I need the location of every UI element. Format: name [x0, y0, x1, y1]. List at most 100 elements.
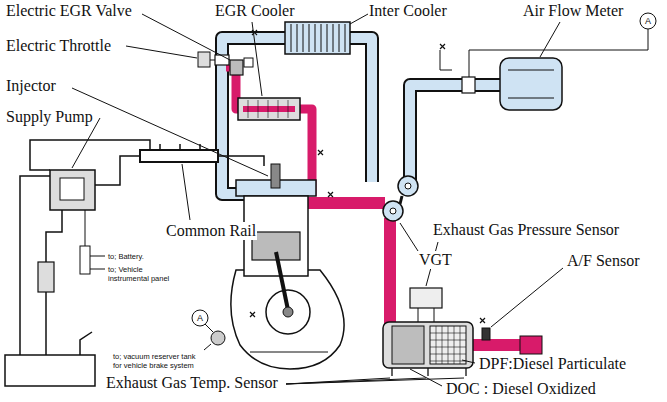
common-rail — [140, 144, 218, 162]
fuel-filter — [38, 262, 54, 292]
vacuum-pump — [211, 331, 225, 345]
leader-lines — [350, 14, 368, 24]
wires — [85, 210, 105, 269]
part-label: Injector — [5, 77, 57, 95]
doc-dpf-canister — [383, 322, 473, 368]
af-sensor — [482, 328, 490, 340]
doc-dpf-canister — [383, 322, 473, 368]
leader-lines — [142, 14, 230, 60]
connector-mark: A — [197, 313, 203, 323]
part-label: Exhaust Gas Pressure Sensor — [432, 221, 620, 239]
throttle — [198, 52, 210, 67]
leader-lines — [410, 369, 442, 386]
intercooler — [285, 22, 350, 54]
part-label: Electric Throttle — [5, 37, 112, 55]
common-rail — [140, 150, 218, 162]
sensor-markers — [318, 150, 323, 155]
note-text: to; Battery. — [107, 252, 179, 261]
throttle — [198, 52, 229, 67]
engine — [266, 290, 310, 334]
common-rail — [160, 144, 200, 150]
exhaust-pipe — [470, 339, 525, 351]
wires — [80, 246, 90, 274]
fuel-lines — [95, 156, 140, 185]
leader-lines — [126, 46, 197, 58]
leader-lines — [462, 360, 475, 363]
vgt-turbo — [390, 208, 396, 214]
doc-dpf-canister — [430, 326, 466, 364]
pressure-sensor — [418, 308, 434, 322]
air-flow-meter — [640, 13, 656, 29]
egr-valve — [230, 58, 253, 75]
part-label: Supply Pump — [5, 108, 94, 126]
fuel-tank — [5, 355, 95, 386]
part-label: VGT — [418, 251, 453, 269]
temp-sensors — [392, 368, 466, 376]
engine — [250, 352, 328, 353]
part-label: DPF:Diesel Particulate — [478, 355, 627, 373]
doc-dpf-canister — [392, 326, 424, 364]
vgt-turbo — [400, 196, 402, 204]
egr-cooler — [248, 100, 288, 118]
part-label: Air Flow Meter — [522, 2, 624, 20]
leader-lines — [182, 164, 190, 220]
fuel-lines — [80, 332, 92, 355]
leader-lines — [400, 223, 418, 251]
supply-pump — [50, 170, 95, 210]
air-flow-meter — [508, 70, 554, 98]
sensor-markers — [250, 30, 485, 323]
intake-pipe — [350, 38, 372, 182]
sensor-markers — [480, 318, 485, 323]
sensor-markers — [440, 44, 445, 49]
egr-valve — [230, 60, 243, 75]
fuel-lines — [20, 140, 264, 355]
pressure-sensor — [410, 288, 442, 308]
intake-pipe — [222, 38, 500, 194]
engine — [231, 164, 344, 369]
engine — [283, 307, 293, 317]
air-flow-meter — [440, 13, 656, 110]
part-label: Common Rail — [165, 222, 257, 240]
air-flow-meter — [440, 50, 452, 70]
supply-pump — [60, 178, 84, 200]
fuel-lines — [46, 210, 62, 262]
intercooler — [291, 24, 345, 52]
egr-cooler — [238, 98, 300, 120]
air-flow-meter — [462, 77, 475, 93]
leader-lines — [540, 22, 560, 57]
note-text: to; Vehicle instrumental panel — [107, 265, 175, 283]
intake-pipe — [410, 85, 500, 180]
fuel-lines — [45, 292, 47, 355]
vgt-turbo — [383, 176, 418, 221]
throttle — [215, 55, 229, 65]
intercooler — [285, 22, 350, 54]
part-label: Inter Cooler — [368, 2, 448, 20]
vacuum-pump — [192, 310, 225, 350]
tail-pipe — [520, 336, 542, 354]
leader-lines — [491, 268, 563, 327]
wires — [80, 210, 105, 274]
fuel-lines — [30, 140, 150, 170]
throttle — [210, 60, 215, 61]
supply-pump — [50, 170, 95, 210]
leader-lines — [72, 14, 563, 386]
fuel-lines — [218, 156, 264, 166]
exhaust-pipe — [308, 197, 385, 209]
sensor-markers — [328, 192, 333, 197]
connector-mark: A — [645, 16, 651, 26]
part-label: DOC : Diesel Oxidized — [445, 380, 597, 398]
sensor-markers — [250, 312, 255, 317]
egr-valve — [244, 58, 253, 67]
vgt-turbo — [398, 176, 418, 196]
part-label: Exhaust Gas Temp. Sensor — [105, 374, 279, 392]
leader-lines — [252, 22, 262, 96]
note-text: to; vacuum reserver tank for vehicle bra… — [112, 352, 206, 370]
part-label: A/F Sensor — [566, 252, 640, 270]
vacuum-pump — [192, 310, 208, 326]
doc-dpf-canister — [430, 326, 466, 364]
vgt-turbo — [405, 183, 411, 189]
part-label: Electric EGR Valve — [5, 2, 133, 20]
intake-pipe — [410, 85, 500, 180]
